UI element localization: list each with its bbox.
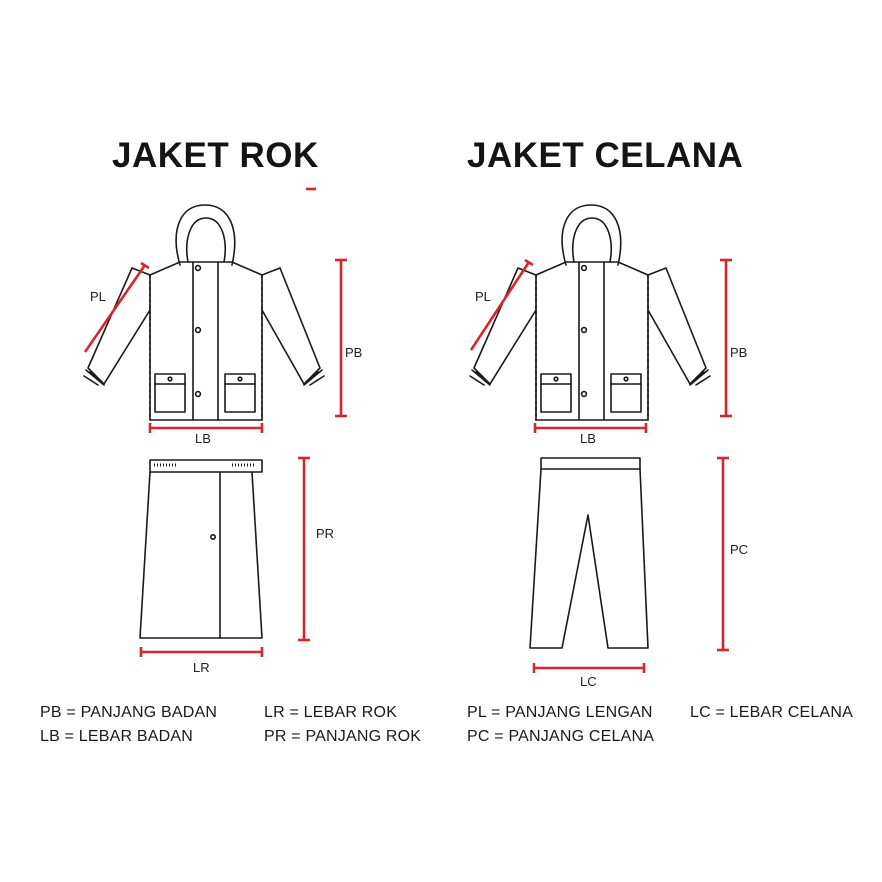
label-pl-left: PL	[90, 289, 106, 304]
legend-pc: PC = PANJANG CELANA	[467, 728, 655, 745]
label-lb-right: LB	[580, 431, 596, 446]
pl-line-left	[83, 264, 147, 353]
label-pc: PC	[730, 542, 749, 557]
legend-lr: LR = LEBAR ROK	[264, 704, 398, 721]
label-lc: LC	[580, 674, 597, 689]
label-lr: LR	[193, 660, 210, 675]
legend-pb: PB = PANJANG BADAN	[40, 704, 218, 721]
title-jaket-rok: JAKET ROK	[112, 136, 319, 175]
title-jaket-celana: JAKET CELANA	[467, 136, 744, 175]
pl-line-right	[469, 261, 531, 351]
label-pb-right: PB	[730, 345, 748, 360]
skirt-drawing	[139, 459, 263, 639]
jacket-right	[469, 204, 711, 421]
measure-lines	[83, 187, 732, 673]
trousers-drawing	[529, 457, 649, 649]
legend-lb: LB = LEBAR BADAN	[40, 728, 194, 745]
label-pl-right: PL	[475, 289, 491, 304]
legend-pr: PR = PANJANG ROK	[264, 728, 422, 745]
legend-lc: LC = LEBAR CELANA	[690, 704, 854, 721]
jacket-left	[83, 204, 325, 421]
label-pr: PR	[316, 526, 335, 541]
legend-pl: PL = PANJANG LENGAN	[467, 704, 653, 721]
label-lb-left: LB	[195, 431, 211, 446]
label-pb-left: PB	[345, 345, 363, 360]
